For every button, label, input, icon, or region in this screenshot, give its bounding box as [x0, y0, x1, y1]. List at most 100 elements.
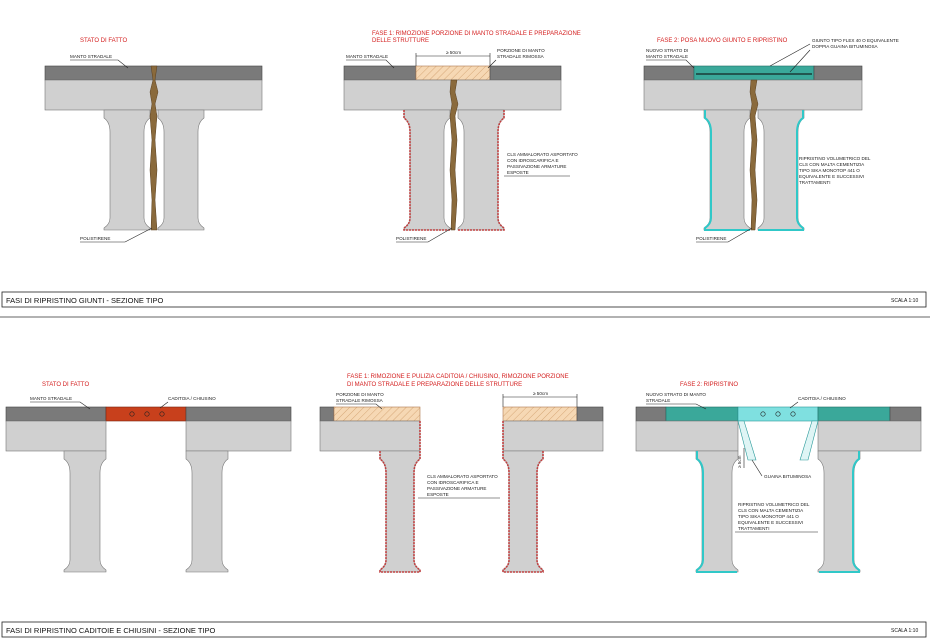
- bottom-panel-fase-2: FASE 2: RIPRISTINO ≥ 5cm NUOVO STRATO DI…: [635, 382, 922, 573]
- dim-label: ≥ 50cm: [446, 50, 461, 55]
- new-road-right: [817, 406, 891, 422]
- leader-caditoia: [159, 401, 169, 409]
- leader-caditoia: [789, 401, 799, 409]
- removed-road-left: [333, 406, 421, 422]
- scale-label: SCALA 1:10: [891, 628, 918, 634]
- label-rip-2: CLS CON MALTA CEMENTIZIA: [738, 508, 804, 513]
- grate-hole: [760, 411, 766, 417]
- drain-wall-left: [737, 420, 757, 461]
- road-left: [343, 65, 417, 81]
- leader-nuovo: [646, 59, 695, 69]
- caditoia-chiusino: [737, 406, 819, 422]
- grate-hole: [790, 411, 796, 417]
- deck-slab-left: [5, 420, 107, 452]
- label-porzione-1: PORZIONE DI MANTO: [497, 48, 545, 53]
- deck-slab-right: [817, 420, 922, 452]
- label-rip-1: RIPRISTINO VOLUMETRICO DEL: [799, 156, 871, 161]
- removed-concrete-outline-left: [379, 421, 421, 573]
- panel-title: STATO DI FATTO: [80, 38, 127, 44]
- bottom-panel-fase-1: FASE 1: RIMOZIONE E PULIZIA CADITOIA / C…: [319, 374, 604, 573]
- road-right: [185, 406, 292, 422]
- leader-guaina: [789, 49, 811, 73]
- label-manto: MANTO STRADALE: [30, 396, 72, 401]
- label-giunto-1: GIUNTO TIPO FLEX 40 O EQUIVALENTE: [812, 38, 899, 43]
- panel-title-line2: DELLE STRUTTURE: [372, 38, 429, 44]
- dim-label: ≥ 50cm: [533, 391, 548, 396]
- label-porzione-2: STRADALE RIMOSSA: [336, 398, 384, 403]
- beam-right: [502, 450, 544, 573]
- removed-concrete-outline-right: [458, 110, 505, 231]
- label-rip-5: TRATTAMENTI: [738, 526, 769, 531]
- panel-title: STATO DI FATTO: [42, 382, 89, 388]
- title-bar-text: FASI DI RIPRISTINO GIUNTI - SEZIONE TIPO: [6, 296, 164, 305]
- leader-manto: [70, 59, 129, 69]
- label-cls-2: CON IDROSCARIFICA E: [427, 480, 479, 485]
- bottom-section: STATO DI FATTO MANTO STRADALE CADITOIA /…: [1, 374, 927, 638]
- panel-title: FASE 2: POSA NUOVO GIUNTO E RIPRISTINO: [657, 38, 788, 44]
- grate-hole: [775, 411, 781, 417]
- label-nuovo-1: NUOVO STRATO DI MANTO: [646, 392, 706, 397]
- panel-title: FASE 2: RIPRISTINO: [680, 382, 738, 388]
- deck-slab-right: [502, 420, 604, 452]
- label-rip-3: TIPO SIKA MONOTOP 441 O: [799, 168, 860, 173]
- label-polistirene: POLISTIRENE: [80, 236, 110, 241]
- panel-title-line1: FASE 1: RIMOZIONE E PULIZIA CADITOIA / C…: [347, 374, 569, 380]
- drain-wall-right: [799, 420, 819, 461]
- beam-left: [103, 109, 151, 231]
- label-polistirene: POLISTIRENE: [696, 236, 726, 241]
- removed-concrete-outline-right: [502, 421, 544, 573]
- road-left: [5, 406, 107, 422]
- volumetric-repair-left: [696, 451, 737, 573]
- deck-slab-right: [185, 420, 292, 452]
- volumetric-repair-right: [819, 451, 860, 573]
- polystyrene-joint: [749, 79, 759, 231]
- label-nuovo-1: NUOVO STRATO DI: [646, 48, 688, 53]
- leader-manto: [346, 59, 395, 69]
- leader-polistirene: [696, 227, 753, 243]
- label-rip-2: CLS CON MALTA CEMENTIZIA: [799, 162, 865, 167]
- leader-giunto: [769, 43, 811, 67]
- new-joint-flex40: [693, 65, 815, 81]
- beam-left: [403, 109, 451, 231]
- polystyrene-joint: [449, 79, 459, 231]
- top-panel-fase-2: FASE 2: POSA NUOVO GIUNTO E RIPRISTINO N…: [643, 38, 899, 243]
- label-caditoia: CADITOIA / CHIUSINO: [798, 396, 846, 401]
- leader-guaina: [751, 459, 763, 477]
- new-road-left: [665, 406, 739, 422]
- label-rip-1: RIPRISTINO VOLUMETRICO DEL: [738, 502, 810, 507]
- label-porzione-2: STRADALE RIMOSSA: [497, 54, 545, 59]
- label-cls-3: PASSIVAZIONE ARMATURE: [507, 164, 566, 169]
- label-rip-3: TIPO SIKA MONOTOP 441 O: [738, 514, 799, 519]
- leader-polistirene: [396, 227, 453, 243]
- beam-right: [457, 109, 505, 231]
- road-right: [489, 65, 562, 81]
- label-nuovo-2: MANTO STRADALE: [646, 54, 688, 59]
- panel-title-line1: FASE 1: RIMOZIONE PORZIONE DI MANTO STRA…: [372, 31, 581, 37]
- polystyrene-joint: [149, 65, 159, 231]
- leader-porzione: [487, 59, 497, 69]
- beam-left: [63, 450, 107, 573]
- deck-slab-left: [635, 420, 739, 452]
- title-bar-text: FASI DI RIPRISTINO CADITOIE E CHIUSINI -…: [6, 626, 216, 635]
- road-right: [576, 406, 604, 422]
- grate-hole: [129, 411, 135, 417]
- removed-concrete-outline-left: [403, 110, 450, 231]
- beam-right: [157, 109, 205, 231]
- dim-label: ≥ 5cm: [737, 455, 742, 468]
- label-cls-4: ESPOSTE: [507, 170, 529, 175]
- label-nuovo-2: STRADALE: [646, 398, 670, 403]
- label-caditoia: CADITOIA / CHIUSINO: [168, 396, 216, 401]
- label-manto: MANTO STRADALE: [346, 54, 388, 59]
- panel-title-line2: DI MANTO STRADALE E PREPARAZIONE DELLE S…: [347, 382, 522, 388]
- label-guaina: GUAINA BITUMINOSA: [764, 474, 812, 479]
- label-manto: MANTO STRADALE: [70, 54, 112, 59]
- label-polistirene: POLISTIRENE: [396, 236, 426, 241]
- road-left: [643, 65, 695, 81]
- volumetric-repair-left: [704, 110, 750, 231]
- label-cls-3: PASSIVAZIONE ARMATURE: [427, 486, 486, 491]
- removed-road-portion: [415, 65, 491, 81]
- top-panel-fase-1: FASE 1: RIMOZIONE PORZIONE DI MANTO STRA…: [343, 31, 581, 243]
- leader-nuovo: [646, 403, 707, 410]
- label-giunto-2: DOPPIA GUAINA BITUMINOSA: [812, 44, 879, 49]
